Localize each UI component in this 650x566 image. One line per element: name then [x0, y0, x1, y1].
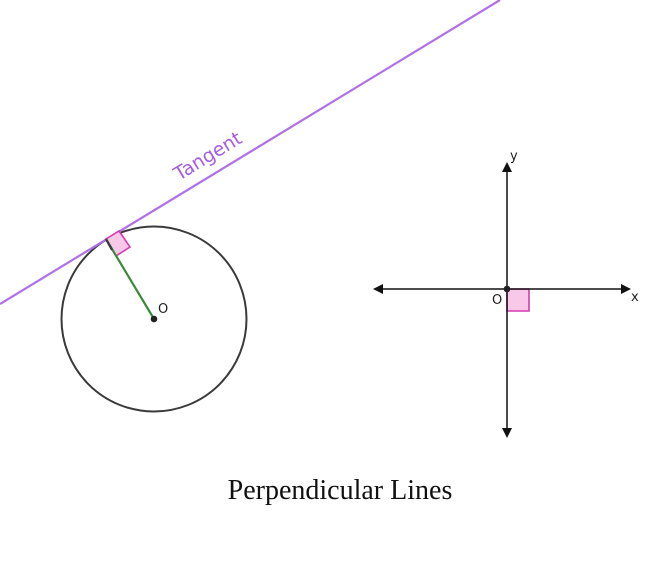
caption: Perpendicular Lines [228, 475, 453, 506]
origin-label: O [492, 293, 502, 308]
tangent-figure: O Tangent [0, 0, 501, 413]
axes-right-angle-marker [506, 288, 530, 312]
center-label: O [158, 302, 168, 317]
radius-line [105, 238, 155, 320]
x-axis-arrow-right [621, 284, 631, 294]
center-point [150, 315, 158, 323]
y-axis-label: y [510, 149, 518, 164]
x-axis-arrow-left [373, 284, 383, 294]
origin-point [503, 285, 511, 293]
tangent-line [0, 0, 501, 305]
y-axis-arrow-up [502, 162, 512, 172]
axes-figure: O x y [373, 149, 639, 438]
radius-end-segment [105, 238, 113, 251]
y-axis-arrow-down [502, 428, 512, 438]
x-axis-label: x [631, 290, 639, 305]
circle [60, 225, 248, 413]
